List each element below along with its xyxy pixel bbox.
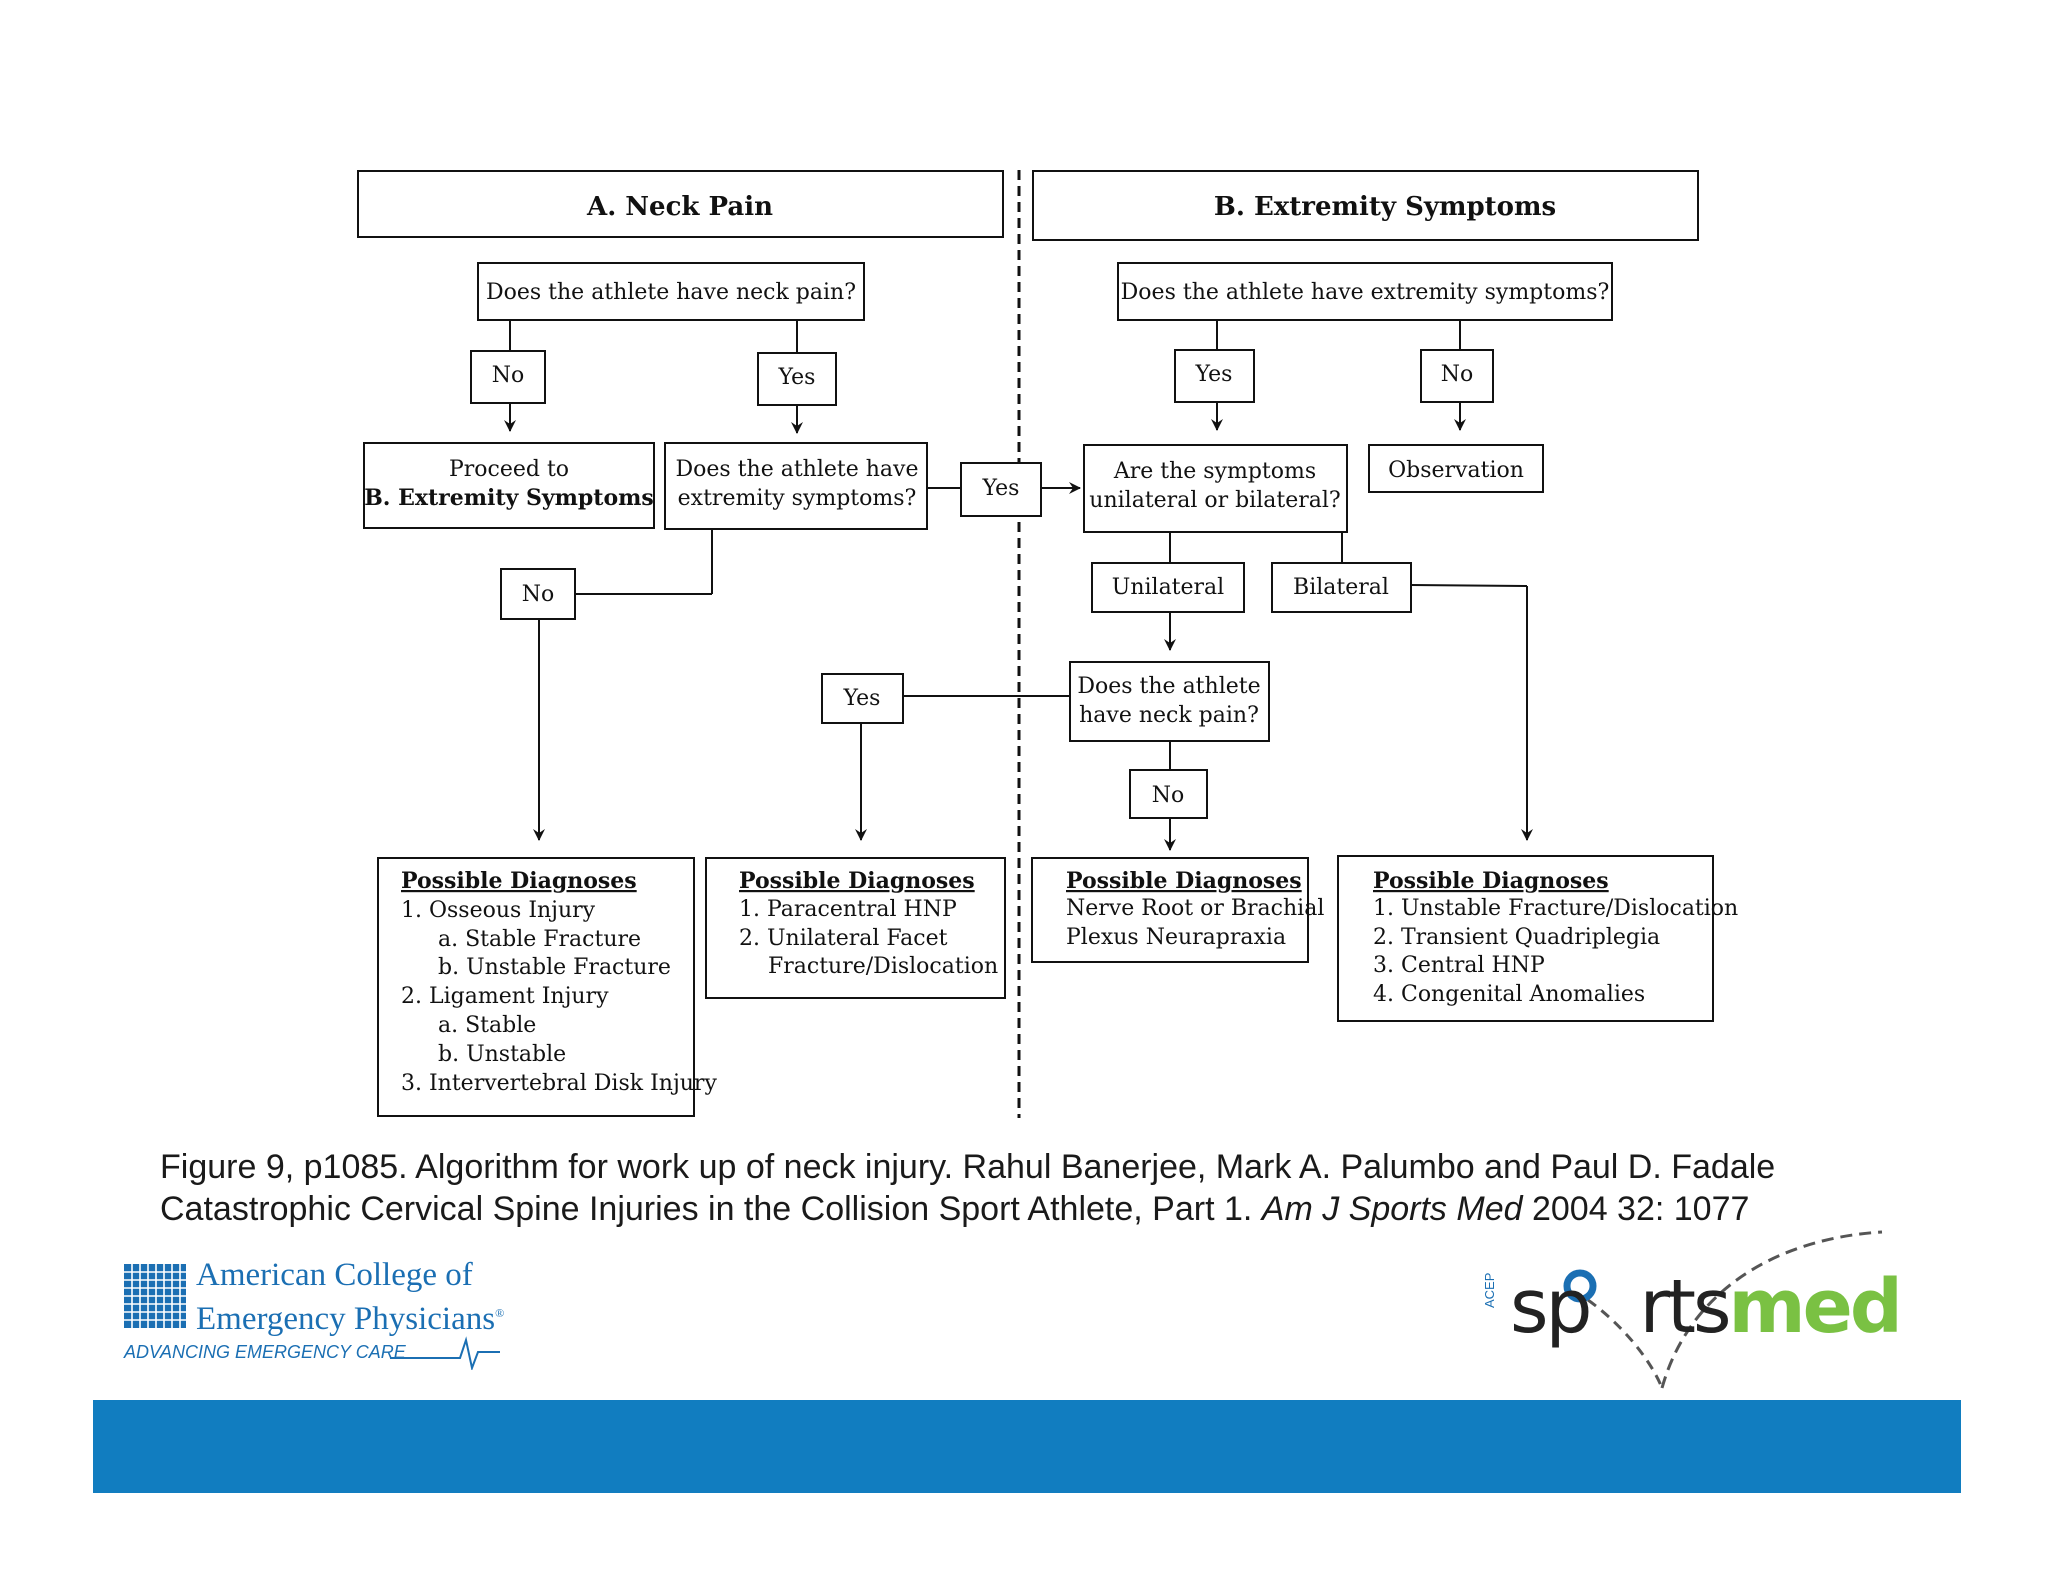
- yes-label-b1: Yes: [1195, 362, 1233, 387]
- diagnoses-box-3: [1031, 857, 1309, 963]
- extremity-question-a-line-1: Does the athlete have: [676, 457, 919, 482]
- caption-line-2-citation: 2004 32: 1077: [1522, 1190, 1750, 1228]
- dx4-item: 2. Transient Quadriplegia: [1373, 925, 1660, 950]
- caption-line-2: Catastrophic Cervical Spine Injuries in …: [160, 1188, 1960, 1230]
- neck-pain-question-box: [477, 262, 865, 321]
- swoosh-icon: [1563, 1230, 1883, 1389]
- dx1-item: b. Unstable: [438, 1042, 566, 1067]
- sportsmed-part-2: rts: [1639, 1264, 1732, 1350]
- journal-name: Am J Sports Med: [1261, 1190, 1523, 1228]
- acep-name: American College of Emergency Physicians…: [196, 1256, 504, 1338]
- no-label-box-a2: [500, 568, 576, 620]
- no-label-b1: No: [1441, 362, 1474, 387]
- yes-label-a1: Yes: [778, 365, 816, 390]
- diagnoses-box-1: [377, 857, 695, 1117]
- dx1-item: a. Stable Fracture: [438, 927, 641, 952]
- lateral-question-box: [1083, 444, 1348, 533]
- proceed-box: [363, 442, 655, 529]
- footer-bar: [93, 1400, 1961, 1493]
- extremity-question-a-line-2: extremity symptoms?: [678, 486, 917, 511]
- proceed-line-2: B. Extremity Symptoms: [364, 485, 654, 511]
- lateral-question-line-1: Are the symptoms: [1113, 459, 1316, 484]
- no-label-box-a1: [470, 350, 546, 404]
- yes-label-mid: Yes: [982, 476, 1020, 501]
- registered-mark: ®: [495, 1306, 505, 1320]
- neck-pain-question-b-line-2: have neck pain?: [1079, 703, 1259, 728]
- dx1-item: a. Stable: [438, 1013, 536, 1038]
- acep-logo: American College of Emergency Physicians…: [124, 1256, 514, 1376]
- dx3-item: Plexus Neurapraxia: [1066, 925, 1286, 950]
- sportsmed-part-3: med: [1728, 1264, 1903, 1350]
- dx2-item: Fracture/Dislocation: [768, 954, 998, 979]
- dx1-item: b. Unstable Fracture: [438, 955, 671, 980]
- dx3-item: Nerve Root or Brachial: [1066, 896, 1324, 921]
- proceed-line-1: Proceed to: [449, 457, 569, 482]
- yes-label-b2: Yes: [843, 686, 881, 711]
- acep-tagline: ADVANCING EMERGENCY CARE: [124, 1342, 406, 1362]
- dx4-item: 1. Unstable Fracture/Dislocation: [1373, 896, 1738, 921]
- diagnoses-box-2: [705, 857, 1006, 999]
- dx2-item: 2. Unilateral Facet: [739, 926, 948, 951]
- unilateral-box: [1091, 562, 1245, 613]
- yes-label-box-b2: [821, 673, 904, 724]
- no-label-b2: No: [1152, 783, 1185, 808]
- neck-injury-algorithm: A. Neck Pain B. Extremity Symptoms Does …: [357, 170, 1738, 1118]
- extremity-question-box-b: [1117, 262, 1613, 321]
- neck-pain-question-b-line-1: Does the athlete: [1077, 674, 1260, 699]
- acep-name-line-1: American College of: [196, 1257, 473, 1293]
- bilateral-label: Bilateral: [1293, 575, 1389, 600]
- section-a-title: A. Neck Pain: [586, 192, 773, 222]
- caption-line-2-text: Catastrophic Cervical Spine Injuries in …: [160, 1190, 1262, 1228]
- diagnoses-box-4: [1337, 855, 1714, 1022]
- dx1-heading: Possible Diagnoses: [401, 868, 637, 894]
- no-label-box-b1: [1420, 349, 1494, 403]
- dx4-item: 3. Central HNP: [1373, 953, 1545, 978]
- sportsmed-part-1: sp: [1510, 1264, 1593, 1350]
- yes-label-box-b1: [1174, 349, 1255, 403]
- lateral-question-line-2: unilateral or bilateral?: [1089, 488, 1340, 513]
- caption-line-1: Figure 9, p1085. Algorithm for work up o…: [160, 1148, 1776, 1186]
- dx4-heading: Possible Diagnoses: [1373, 868, 1609, 894]
- pulse-line-icon: [390, 1336, 500, 1370]
- extremity-question-b: Does the athlete have extremity symptoms…: [1121, 280, 1610, 305]
- dx1-item: 3. Intervertebral Disk Injury: [401, 1071, 717, 1096]
- extremity-question-box-a: [664, 442, 928, 530]
- observation-label: Observation: [1388, 458, 1524, 483]
- section-b-header: [1032, 170, 1699, 241]
- acep-grid-icon: [124, 1264, 186, 1328]
- dx2-item: 1. Paracentral HNP: [739, 897, 957, 922]
- figure-caption: Figure 9, p1085. Algorithm for work up o…: [160, 1146, 1960, 1230]
- unilateral-label: Unilateral: [1112, 575, 1224, 600]
- neck-pain-question-box-b: [1069, 661, 1270, 742]
- neck-pain-question: Does the athlete have neck pain?: [486, 280, 856, 305]
- dx2-heading: Possible Diagnoses: [739, 868, 975, 894]
- yes-label-box-a1: [757, 352, 837, 406]
- dx4-item: 4. Congenital Anomalies: [1373, 982, 1645, 1007]
- acep-name-line-2-text: Emergency Physicians: [196, 1301, 496, 1337]
- dx1-item: 1. Osseous Injury: [401, 898, 596, 923]
- section-b-title: B. Extremity Symptoms: [1214, 192, 1556, 222]
- no-label-a2: No: [522, 582, 555, 607]
- no-label-a1: No: [492, 363, 525, 388]
- yes-label-box-mid: [960, 462, 1042, 517]
- bilateral-box: [1271, 562, 1412, 613]
- dx3-heading: Possible Diagnoses: [1066, 868, 1302, 894]
- observation-box: [1368, 444, 1544, 493]
- dx1-item: 2. Ligament Injury: [401, 984, 609, 1009]
- no-label-box-b2: [1129, 769, 1208, 819]
- sportsmed-acep-mark: ACEP: [1482, 1272, 1497, 1308]
- acep-name-line-2: Emergency Physicians®: [196, 1294, 504, 1338]
- section-a-header: [357, 170, 1004, 238]
